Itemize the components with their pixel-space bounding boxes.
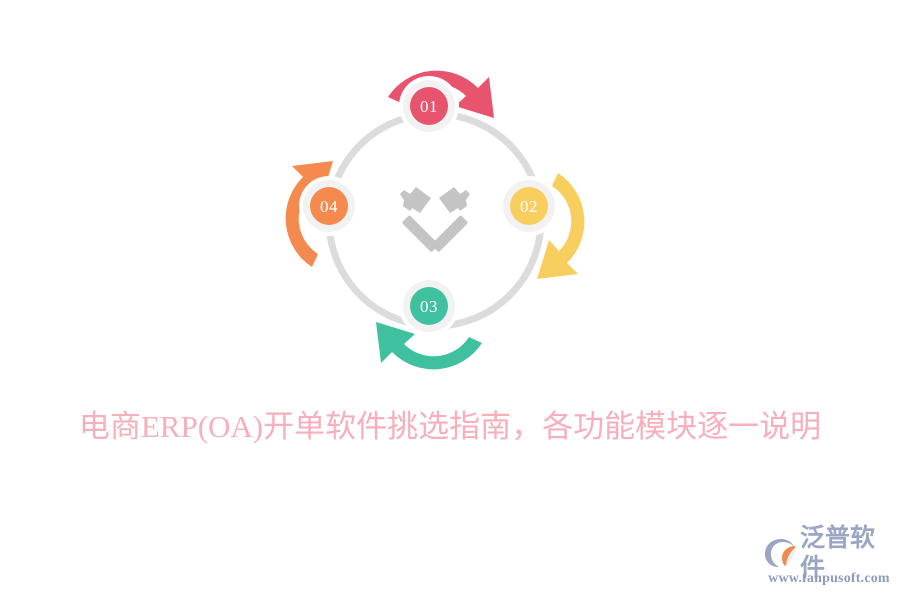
cycle-node-03[interactable]: 03: [403, 280, 455, 332]
watermark-logo: 泛普软件 www.fanpusoft.com: [764, 524, 894, 592]
crossed-hammers-icon: [400, 187, 470, 252]
cycle-node-02[interactable]: 02: [503, 180, 555, 232]
cycle-diagram: 01 02 03 04: [270, 55, 600, 385]
cycle-node-01[interactable]: 01: [403, 80, 455, 132]
cycle-node-02-label: 02: [510, 187, 548, 225]
logo-top-row: 泛普软件: [764, 524, 894, 582]
arrow-right-icon: [537, 173, 585, 279]
arrow-top-icon: [388, 70, 494, 118]
arrow-bottom-icon: [376, 322, 482, 370]
logo-website-url: www.fanpusoft.com: [768, 571, 890, 586]
fanpu-logo-icon: [765, 539, 796, 567]
logo-brand-name: 泛普软件: [800, 524, 876, 582]
page-title: 电商ERP(OA)开单软件挑选指南，各功能模块逐一说明: [78, 409, 822, 444]
cycle-node-04-label: 04: [310, 187, 348, 225]
cycle-node-01-label: 01: [410, 87, 448, 125]
cycle-node-03-label: 03: [410, 287, 448, 325]
cycle-node-04[interactable]: 04: [303, 180, 355, 232]
